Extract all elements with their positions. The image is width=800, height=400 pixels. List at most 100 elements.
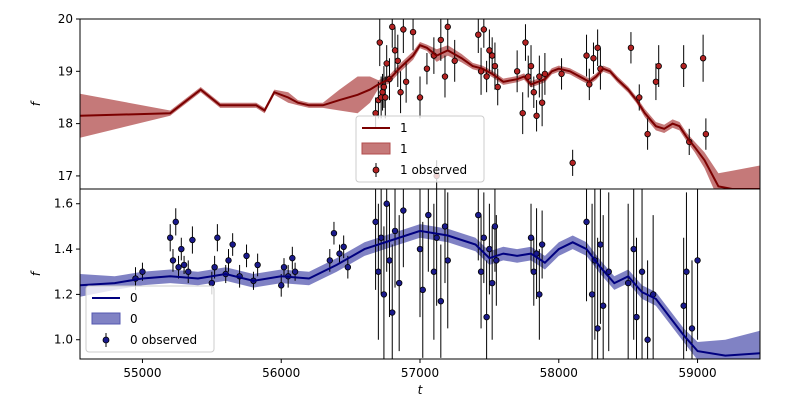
- top-observed-point: [627, 44, 635, 51]
- bottom-observed-point: [189, 236, 196, 244]
- bottom-observed-point: [214, 234, 221, 241]
- bottom-observed-point: [167, 234, 174, 241]
- x-tick-label: 59000: [678, 366, 716, 380]
- bottom-observed-point: [483, 313, 490, 321]
- bottom-observed-point: [225, 257, 232, 264]
- top-observed-point: [380, 83, 388, 91]
- x-tick-label: 58000: [540, 366, 578, 380]
- top-observed-point: [394, 57, 401, 65]
- bottom-observed-point: [386, 257, 393, 264]
- bottom-observed-point: [278, 282, 285, 289]
- top-y-axis-label: f: [29, 100, 43, 106]
- top-observed-point: [699, 55, 707, 62]
- top-observed-point: [538, 99, 546, 106]
- top-observed-point: [541, 70, 549, 78]
- bottom-observed-point: [680, 302, 687, 309]
- bottom-x-ticks: 55000 56000 57000 58000 59000: [123, 359, 717, 380]
- bottom-observed-point: [694, 257, 701, 264]
- bottom-observed-point: [437, 298, 445, 305]
- top-y-tick-label: 18: [58, 117, 73, 131]
- top-observed-point: [416, 94, 424, 101]
- bottom-observed-point: [185, 268, 192, 275]
- x-axis-label: t: [418, 383, 424, 397]
- top-model-line: [80, 43, 760, 189]
- bottom-y-axis-label: f: [29, 270, 43, 276]
- x-tick-label: 56000: [262, 366, 300, 380]
- bottom-observed-point: [211, 264, 218, 271]
- top-observed-point: [702, 130, 710, 138]
- top-observed-point: [680, 62, 687, 70]
- bottom-observed-point: [391, 227, 399, 235]
- bottom-observed-point: [172, 218, 179, 226]
- top-observed-point: [655, 62, 662, 70]
- top-observed-point: [372, 109, 379, 117]
- bottom-observed-point: [486, 245, 493, 253]
- top-uncertainty-band: [80, 42, 760, 189]
- top-observed-point: [652, 78, 660, 85]
- bottom-model-line: [80, 229, 760, 357]
- top-y-tick-label: 20: [58, 12, 73, 26]
- bottom-observed-point: [289, 254, 296, 262]
- bottom-observed-point: [633, 313, 640, 321]
- bottom-observed-point: [383, 200, 390, 207]
- bottom-observed-point: [538, 241, 546, 248]
- x-tick-label: 55000: [123, 366, 161, 380]
- bottom-observed-point: [493, 257, 500, 264]
- bottom-observed-point: [491, 223, 499, 230]
- top-observed-point: [409, 28, 417, 36]
- top-observed-point: [379, 89, 386, 96]
- bottom-observed-point: [425, 211, 432, 219]
- bottom-legend-box: [85, 285, 215, 353]
- bottom-observed-point: [630, 245, 637, 253]
- bottom-observed-point: [326, 257, 333, 264]
- top-observed-point: [519, 109, 526, 117]
- bottom-observed-point: [280, 264, 288, 271]
- bottom-observed-point: [178, 245, 185, 253]
- top-observed-point: [400, 26, 407, 33]
- top-observed-point: [382, 94, 389, 101]
- bottom-observed-point: [229, 241, 236, 248]
- bottom-observed-point: [599, 302, 607, 309]
- bottom-observed-point: [344, 264, 352, 271]
- top-observed-point: [558, 70, 565, 78]
- bottom-legend-band-swatch: [91, 312, 121, 325]
- bottom-y-tick-label: 1.6: [54, 197, 73, 211]
- bottom-observed-point: [330, 229, 338, 237]
- bottom-observed-point: [243, 252, 250, 260]
- bottom-observed-point: [527, 234, 535, 241]
- top-observed-point: [513, 68, 521, 75]
- bottom-observed-point: [208, 279, 216, 287]
- bottom-observed-point: [180, 261, 188, 269]
- top-observed-point: [391, 47, 399, 54]
- bottom-observed-point: [291, 268, 299, 275]
- bottom-observed-point: [419, 286, 426, 294]
- top-observed-point: [397, 89, 404, 96]
- bottom-observed-point: [433, 234, 440, 241]
- top-legend-box: [355, 115, 485, 183]
- top-plot-area: [80, 19, 760, 189]
- top-observed-point: [536, 73, 543, 80]
- bottom-observed-point: [683, 268, 690, 275]
- top-observed-point: [569, 159, 576, 167]
- top-observed-point: [441, 73, 449, 80]
- x-tick-label: 57000: [401, 366, 439, 380]
- top-observed-point: [383, 60, 390, 67]
- bottom-observed-point: [395, 279, 403, 287]
- top-observed-point: [480, 26, 488, 33]
- top-observed-point: [423, 65, 431, 72]
- bottom-observed-point: [254, 261, 261, 269]
- top-observed-point: [402, 78, 410, 85]
- top-observed-point: [527, 62, 535, 70]
- bottom-y-tick-label: 1.2: [54, 287, 73, 301]
- bottom-observed-point: [530, 268, 537, 275]
- top-observed-point: [533, 112, 540, 119]
- bottom-y-ticks: 1.01.21.41.6: [54, 197, 80, 347]
- bottom-observed-point: [372, 218, 379, 226]
- bottom-observed-point: [139, 268, 146, 275]
- top-observed-point: [486, 47, 493, 54]
- bottom-observed-point: [175, 264, 182, 271]
- top-observed-point: [488, 52, 496, 59]
- top-observed-point: [389, 23, 396, 31]
- bottom-observed-point: [444, 257, 451, 264]
